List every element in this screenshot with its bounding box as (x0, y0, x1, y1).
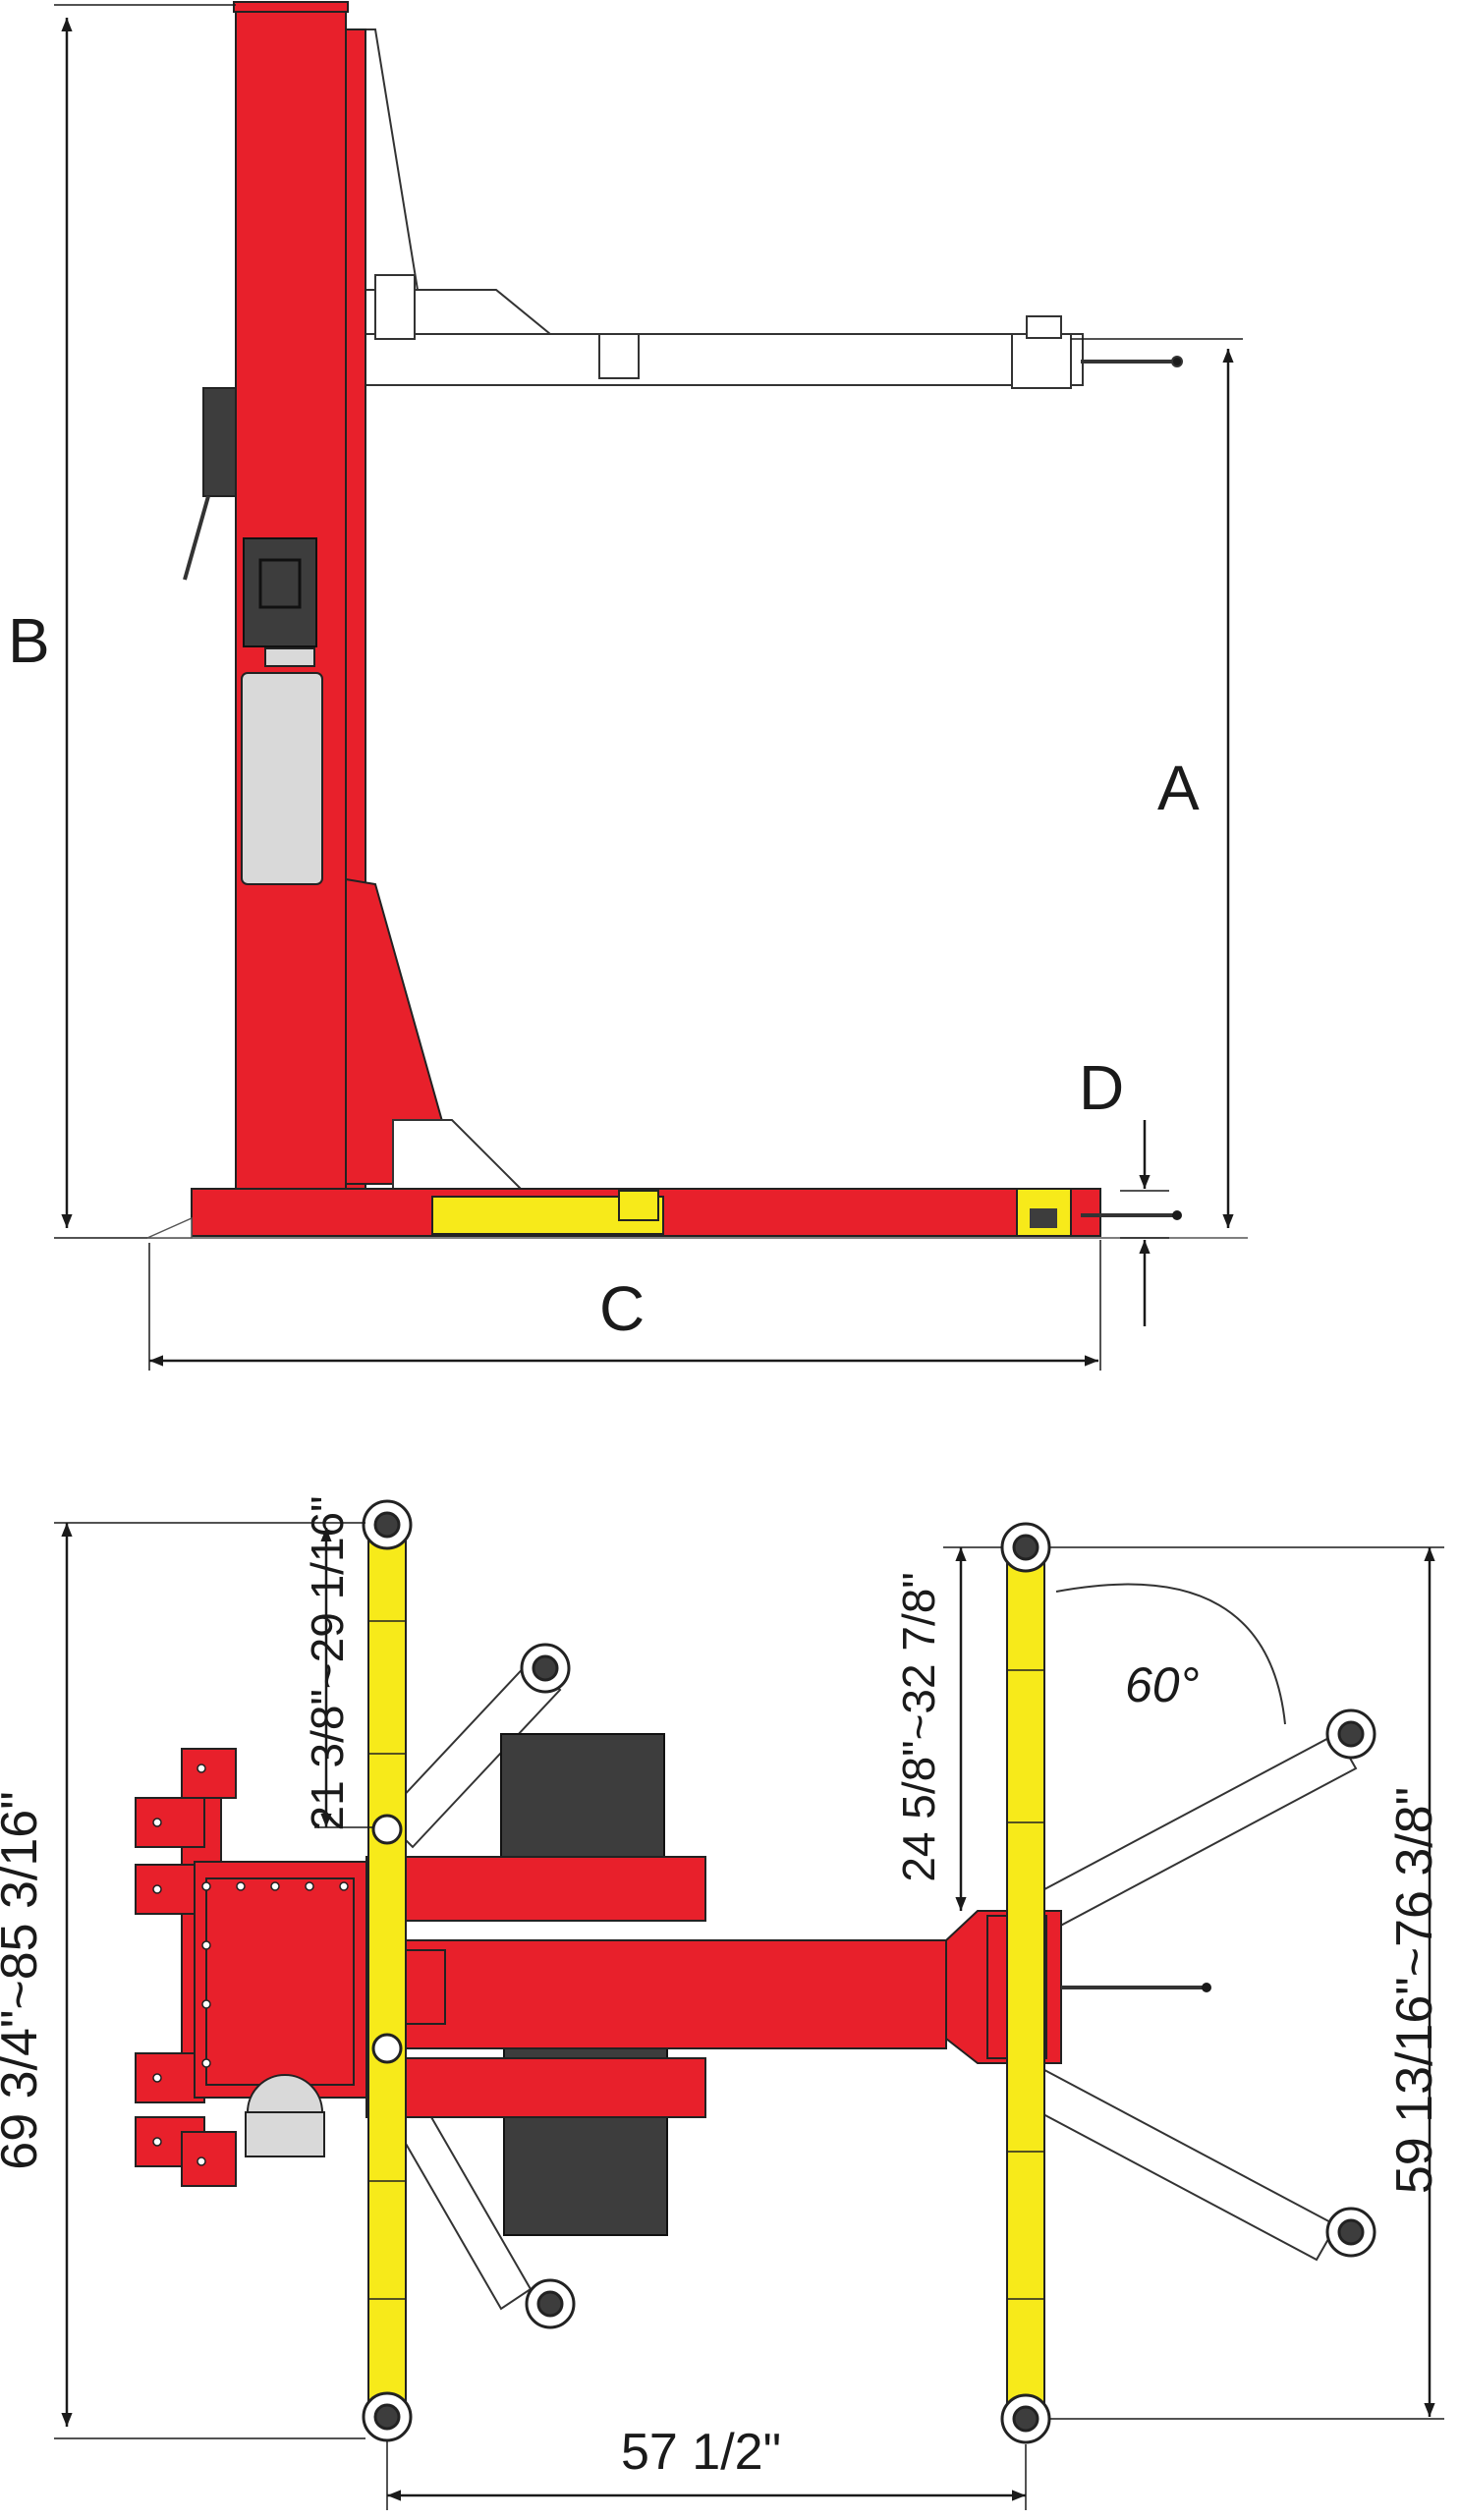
arm-segment-lines (368, 1620, 1044, 2300)
dimension-lines-top (54, 1522, 1444, 2510)
arm-spacing-label: 57 1/2" (621, 2424, 782, 2481)
dimension-label-b: B (8, 605, 50, 676)
lower-arm-end-block (1030, 1208, 1057, 1228)
dimension-label-c: C (599, 1273, 646, 1344)
angle-arc (1055, 1583, 1286, 1725)
base-frame (135, 1748, 1062, 2187)
dimension-label-d: D (1079, 1052, 1125, 1123)
swing-arms (352, 1658, 1358, 2311)
motor-box (243, 537, 317, 647)
motor-unit-base (245, 2111, 325, 2157)
upper-arm (365, 28, 1183, 389)
top-view (54, 1499, 1444, 2510)
hydraulic-pump (202, 387, 237, 497)
lower-arm-pin-end (1172, 1210, 1182, 1220)
motor-box-inner (258, 558, 302, 609)
center-pin-end (1202, 1983, 1211, 1992)
frame-bolts (152, 1764, 349, 2166)
dimension-label-a: A (1157, 753, 1200, 823)
right-arm-reach-label: 24 5/8"~32 7/8" (893, 1572, 944, 1882)
overall-left-label: 69 3/4"~85 3/16" (0, 1791, 48, 2170)
left-arm-reach-label: 21 3/8"~29 1/16" (302, 1495, 353, 1831)
base-chamfer (146, 1216, 193, 1239)
dimension-lines-side (54, 4, 1243, 1371)
column-top-cap (233, 1, 349, 13)
overall-right-label: 59 13/16"~76 3/8" (1386, 1786, 1443, 2195)
oil-tank (241, 672, 323, 885)
angle-label: 60° (1125, 1657, 1200, 1712)
arm-wheels (362, 1499, 1376, 2444)
yellow-arms (367, 1532, 1045, 2418)
lower-arm-bracket (392, 1119, 524, 1190)
pump-handle (183, 495, 210, 581)
lower-arm-pad (618, 1190, 659, 1221)
side-view (54, 1, 1248, 1371)
tank-bracket (264, 647, 315, 667)
